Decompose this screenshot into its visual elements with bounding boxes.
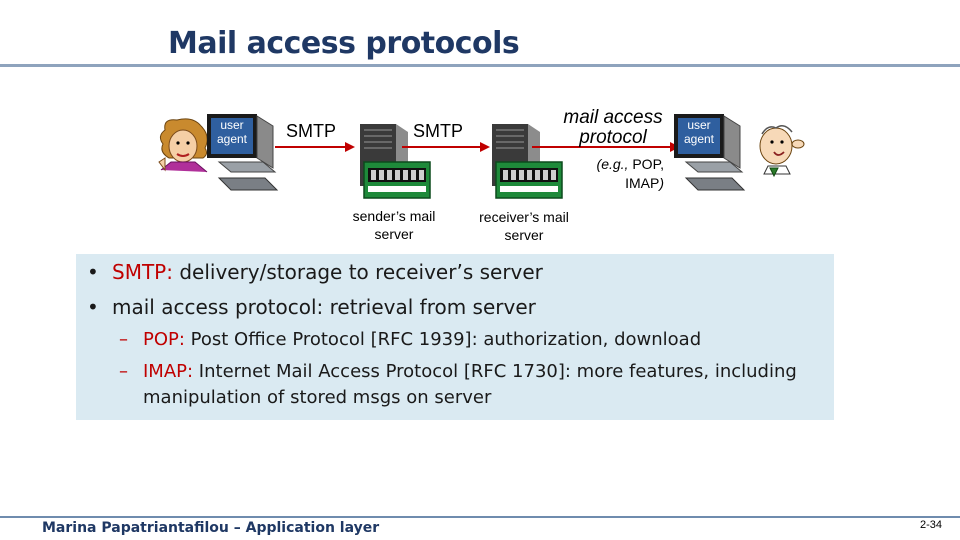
sub-pop-keyword: POP: <box>143 329 185 350</box>
receiver-server-label: receiver’s mail server <box>466 208 582 244</box>
arrow-smtp-1 <box>275 142 355 152</box>
page-number: 2-34 <box>919 519 942 531</box>
bullet-mail-access: • mail access protocol: retrieval from s… <box>87 295 536 319</box>
receiver-server-line2: server <box>504 227 544 243</box>
left-user-agent-label: user agent <box>216 118 248 146</box>
smtp-label-1: SMTP <box>286 121 337 141</box>
footer-text: Marina Papatriantafilou – Application la… <box>42 520 380 536</box>
bullet-dot-icon: • <box>87 260 99 284</box>
sub-bullet-imap: – IMAP: Internet Mail Access Protocol [R… <box>119 359 833 411</box>
sender-server-line2: server <box>374 226 414 242</box>
sender-server-label: sender’s mail server <box>338 207 450 243</box>
dash-icon: – <box>119 361 128 382</box>
sender-mail-server-icon <box>360 124 431 199</box>
sub-imap-keyword: IMAP: <box>143 361 194 382</box>
example-protocols: (e.g., POP, IMAP) <box>568 155 664 193</box>
mail-access-protocol-label: mail access protocol <box>556 108 670 148</box>
sub-imap-text-line2: manipulation of stored msgs on server <box>143 387 492 408</box>
sub-imap-text: Internet Mail Access Protocol [RFC 1730]… <box>193 361 797 382</box>
content-box <box>76 254 834 420</box>
left-computer-icon <box>207 114 279 191</box>
eg-imap: IMAP <box>625 175 660 191</box>
mail-access-line1: mail access <box>563 107 663 128</box>
bullet-smtp-keyword: SMTP: <box>112 260 173 284</box>
eg-pop: POP, <box>632 156 664 172</box>
receiver-server-line1: receiver’s mail <box>479 209 569 225</box>
woman-user-icon <box>158 118 208 173</box>
bullet-dot-icon: • <box>87 295 99 319</box>
bullet-mail-access-text: mail access protocol: retrieval from ser… <box>112 295 536 319</box>
slide-title: Mail access protocols <box>168 26 520 61</box>
eg-prefix: (e.g., <box>596 156 629 172</box>
title-divider <box>0 64 960 67</box>
sender-server-line1: sender’s mail <box>352 208 436 224</box>
right-user-agent-label: user agent <box>683 118 715 146</box>
sub-bullet-pop: – POP: Post Office Protocol [RFC 1939]: … <box>119 327 702 353</box>
bullet-smtp: • SMTP: delivery/storage to receiver’s s… <box>87 260 543 284</box>
arrow-smtp-2 <box>402 142 490 152</box>
smtp-label-2: SMTP <box>413 121 464 141</box>
receiver-mail-server-icon <box>492 124 563 199</box>
right-computer-icon <box>674 114 746 191</box>
footer-divider <box>0 516 960 518</box>
eg-suffix: ) <box>659 175 664 191</box>
mail-access-line2: protocol <box>579 127 647 148</box>
sub-pop-text: Post Office Protocol [RFC 1939]: authori… <box>184 329 702 350</box>
bullet-smtp-text: delivery/storage to receiver’s server <box>172 260 543 284</box>
dash-icon: – <box>119 329 128 350</box>
man-user-icon <box>759 125 805 178</box>
